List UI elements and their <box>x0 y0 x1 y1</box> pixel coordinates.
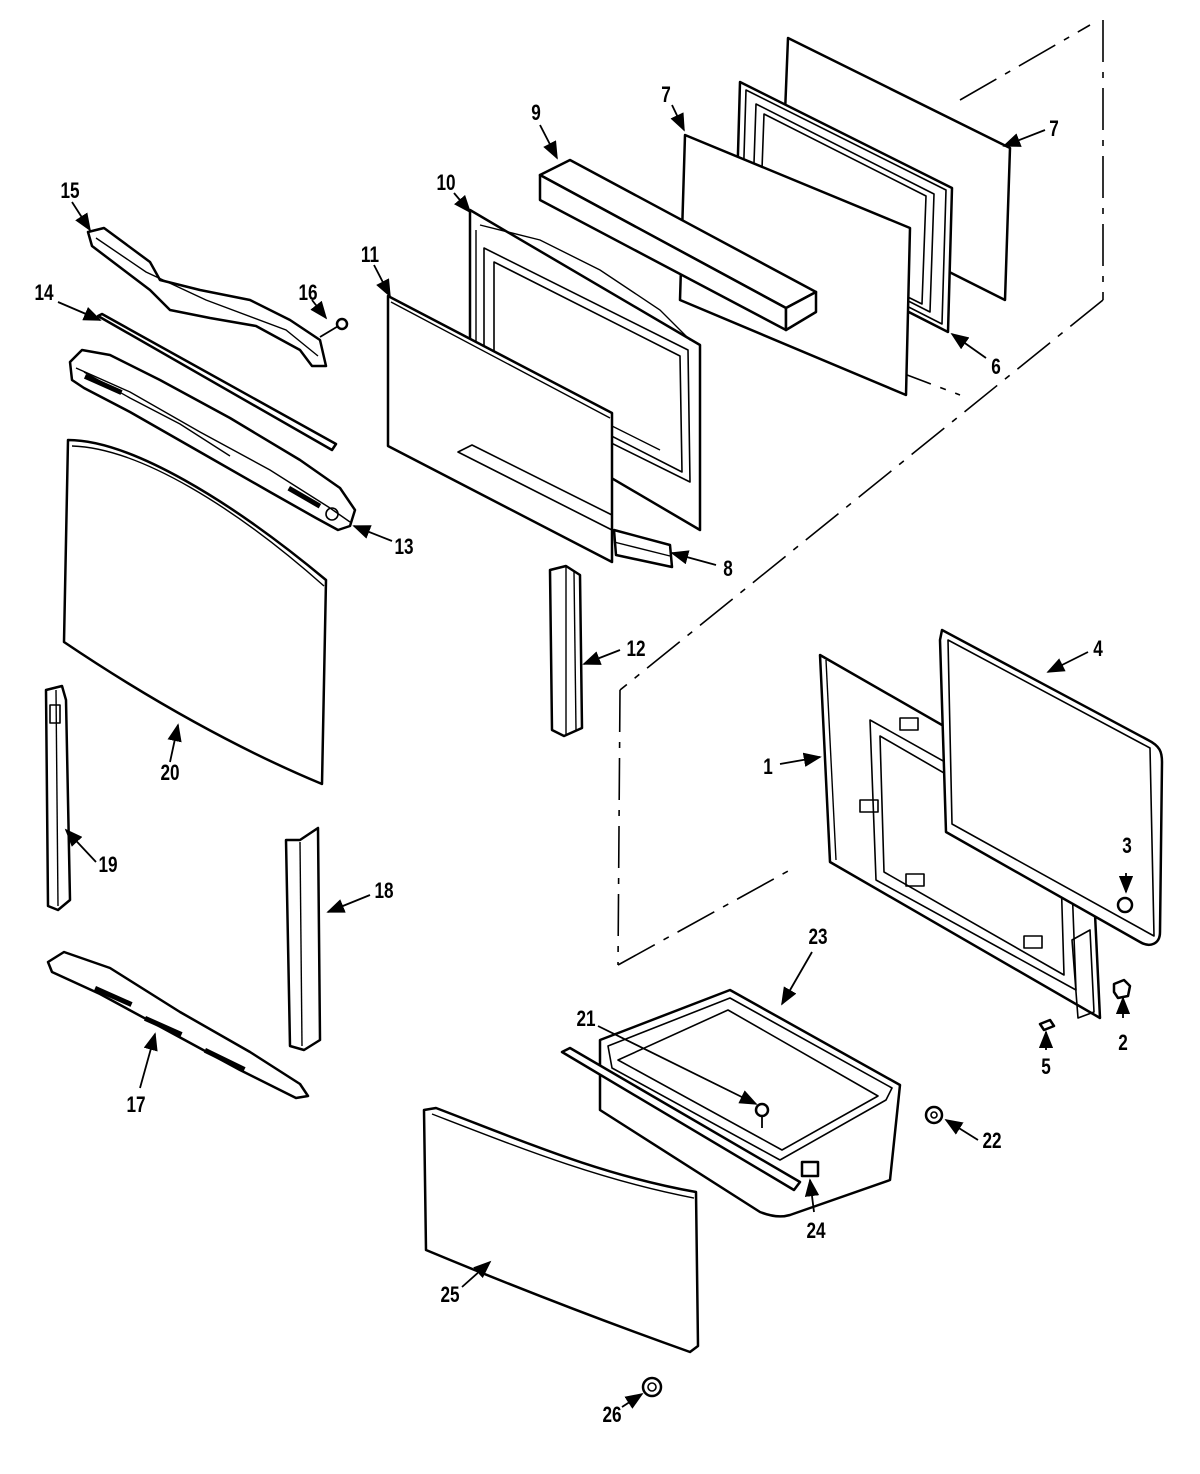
callout-23: 23 <box>808 925 827 950</box>
callout-3: 3 <box>1122 834 1132 859</box>
part-vent-trim <box>612 528 674 569</box>
callout-15: 15 <box>60 179 79 204</box>
callout-1: 1 <box>763 755 773 780</box>
callout-7a: 7 <box>661 83 671 108</box>
callout-7b: 7 <box>1049 117 1059 142</box>
callout-21: 21 <box>576 1007 595 1032</box>
callout-6: 6 <box>991 355 1001 380</box>
callout-8: 8 <box>723 557 733 582</box>
part-drawer-front <box>422 1106 700 1354</box>
part-leveling-foot <box>641 1376 663 1398</box>
callout-2: 2 <box>1118 1031 1128 1056</box>
part-insulation <box>538 158 818 332</box>
callout-22: 22 <box>982 1129 1001 1154</box>
callout-10: 10 <box>436 171 455 196</box>
callout-16: 16 <box>298 281 317 306</box>
leader-lines <box>57 104 1134 1409</box>
callout-11: 11 <box>361 243 379 268</box>
part-door-side-trim <box>548 564 584 738</box>
part-screw-16 <box>319 317 349 338</box>
callout-24: 24 <box>806 1219 825 1244</box>
callout-20: 20 <box>160 761 179 786</box>
part-outer-door-glass <box>386 294 614 564</box>
callout-12: 12 <box>626 637 645 662</box>
part-door-gasket <box>938 628 1164 946</box>
part-left-side-trim <box>44 684 72 912</box>
part-control-panel <box>68 348 357 532</box>
callout-9: 9 <box>531 101 541 126</box>
part-right-side-trim <box>284 826 322 1052</box>
part-kick-panel <box>46 950 310 1100</box>
callout-18: 18 <box>374 879 393 904</box>
callout-26: 26 <box>602 1403 621 1428</box>
callout-5: 5 <box>1041 1055 1051 1080</box>
callout-19: 19 <box>98 853 117 878</box>
part-drawer-screw <box>754 1102 770 1128</box>
part-front-door-panel <box>62 438 328 786</box>
callout-17: 17 <box>126 1093 145 1118</box>
callout-25: 25 <box>440 1283 459 1308</box>
callout-13: 13 <box>394 535 413 560</box>
part-drawer-roller <box>924 1105 944 1125</box>
callout-14: 14 <box>34 281 53 306</box>
part-small-fasteners <box>1038 896 1134 1032</box>
callout-labels: 1 2 3 4 5 6 7 7 8 9 10 11 12 13 14 15 16… <box>34 83 1131 1428</box>
part-top-trim <box>86 226 328 368</box>
callout-4: 4 <box>1093 637 1103 662</box>
